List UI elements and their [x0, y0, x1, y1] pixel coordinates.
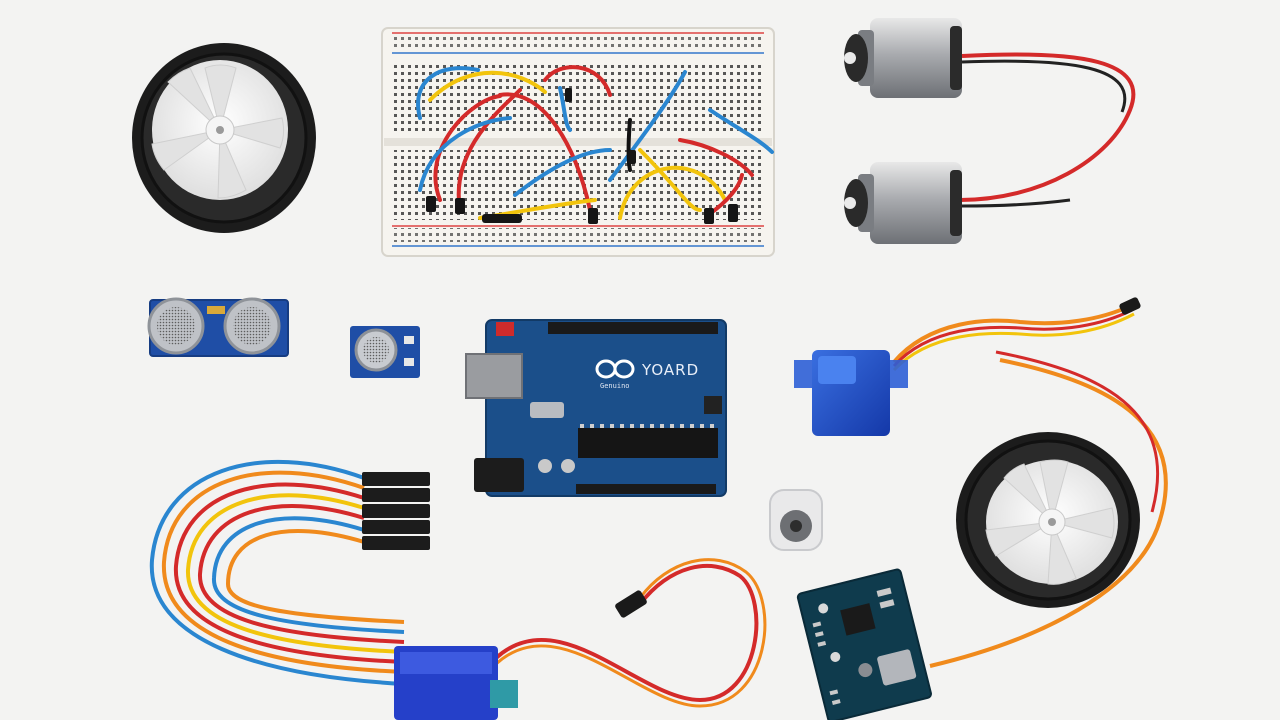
servo-motor: [794, 297, 1141, 436]
wheel-top-left: [132, 43, 316, 233]
board-logo: [595, 359, 635, 379]
board-label: YOARD: [641, 361, 699, 379]
breadboard: [381, 27, 775, 257]
driver-board: [796, 568, 932, 720]
sound-sensor: [350, 326, 420, 378]
wheel-bottom-right: [929, 350, 1168, 668]
dc-motor-top: [844, 18, 1136, 202]
dc-motor-bottom: [844, 162, 1071, 244]
small-servo: [394, 558, 767, 720]
microcontroller-board: YOARD Genuino: [465, 319, 727, 497]
ribbon-header: [362, 472, 430, 550]
board-silk: Genuino: [600, 382, 630, 390]
ultrasonic-sensor: [147, 297, 289, 357]
buzzer: [769, 489, 823, 551]
ribbon-cable: [149, 459, 405, 686]
